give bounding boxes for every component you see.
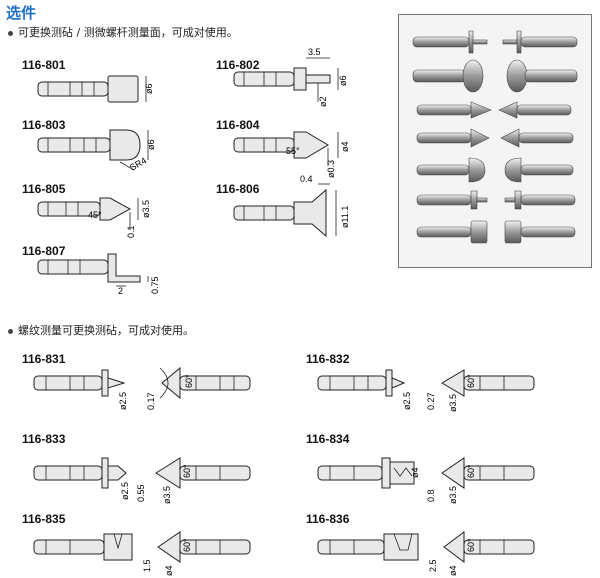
bullet-thread-anvils: 螺纹测量可更换测砧，可成对使用。 — [8, 322, 194, 338]
dim-label: 0.75 — [150, 276, 160, 294]
part-code-116-802: 116-802 — [216, 58, 260, 72]
drawing-116-836: 2.5 ø4 60° — [317, 531, 535, 576]
dim-label: 60° — [466, 464, 476, 478]
drawing-116-803: ø6 SR4 — [37, 129, 156, 172]
dim-label: 45° — [88, 210, 102, 220]
dim-label: 0.27 — [426, 392, 436, 410]
drawing-116-831: ø2.5 0.17 60° — [33, 366, 251, 410]
spindle-body — [37, 81, 109, 97]
dim-label: ø2.5 — [118, 392, 128, 410]
part-code-116-806: 116-806 — [216, 182, 260, 196]
anvil-head — [107, 75, 139, 103]
part-code-116-835: 116-835 — [22, 512, 66, 526]
dim-label: 60° — [182, 464, 192, 478]
dim-label: ø3.5 — [162, 486, 172, 504]
dim-label: 1.5 — [142, 559, 152, 572]
part-code-116-832: 116-832 — [306, 352, 350, 366]
part-code-116-807: 116-807 — [22, 244, 66, 258]
dim-label: ø3.5 — [448, 394, 458, 412]
photo-anvils — [412, 30, 578, 244]
part-code-116-831: 116-831 — [22, 352, 66, 366]
drawing-116-801: ø6 — [37, 75, 154, 103]
dim-label: ø6 — [144, 83, 154, 94]
dim-label: ø0.3 — [326, 160, 336, 178]
dim-label: 3.5 — [308, 47, 321, 57]
bullet-text: 螺纹测量可更换测砧，可成对使用。 — [18, 324, 194, 337]
part-code-116-833: 116-833 — [22, 432, 66, 446]
part-code-116-801: 116-801 — [22, 58, 66, 72]
drawing-116-804: 55° ø4 ø0.3 — [233, 131, 350, 178]
dim-label: 0.55 — [136, 484, 146, 502]
dim-label: 60° — [184, 374, 194, 388]
dim-label: 2 — [118, 286, 123, 296]
dim-label: ø2 — [318, 96, 328, 107]
dim-label: 0.8 — [426, 489, 436, 502]
section-title: 选件 — [6, 4, 37, 22]
dim-label: 0.17 — [146, 392, 156, 410]
dim-label: 60° — [466, 538, 476, 552]
drawing-116-832: ø2.5 0.27 ø3.5 60° — [317, 369, 535, 412]
dim-label: 60° — [466, 374, 476, 388]
dim-label: ø3.5 — [141, 200, 151, 218]
dim-label: ø4 — [164, 565, 174, 576]
dim-label: 2.5 — [428, 559, 438, 572]
dim-label: ø4 — [410, 467, 420, 478]
dim-label: ø4 — [448, 565, 458, 576]
bullet-dot — [8, 328, 13, 334]
dim-label: ø6 — [338, 75, 348, 86]
dim-label: ø11.1 — [340, 206, 350, 228]
drawing-116-835: 1.5 ø4 60° — [33, 531, 251, 576]
dim-label: ø2.5 — [120, 482, 130, 500]
dim-label: 0.4 — [300, 174, 313, 184]
drawing-116-807: 2 0.75 — [37, 253, 160, 296]
drawing-116-833: ø2.5 0.55 ø3.5 60° — [33, 457, 251, 504]
drawing-116-805: 45° ø3.5 0.1 — [37, 197, 151, 238]
dim-label: ø2.5 — [402, 392, 412, 410]
part-code-116-805: 116-805 — [22, 182, 66, 196]
part-code-116-834: 116-834 — [306, 432, 350, 446]
part-code-116-836: 116-836 — [306, 512, 350, 526]
dim-label: 55° — [286, 146, 300, 156]
drawing-116-806: 0.4 ø11.1 — [233, 174, 350, 238]
product-photo-panel — [398, 14, 592, 268]
bullet-anvil-pairs: 可更换测砧 / 测微螺杆测量面，可成对使用。 — [8, 24, 238, 40]
part-code-116-804: 116-804 — [216, 118, 260, 132]
drawing-116-802: 3.5 ø6 ø2 — [233, 47, 348, 107]
bullet-dot — [8, 30, 13, 36]
drawing-116-834: ø4 0.8 ø3.5 60° — [317, 457, 535, 504]
dim-label: 60° — [182, 538, 192, 552]
bullet-text: 可更换测砧 / 测微螺杆测量面，可成对使用。 — [18, 26, 238, 39]
dim-label: ø6 — [146, 139, 156, 150]
dim-label: ø3.5 — [448, 486, 458, 504]
dim-label: 0.1 — [126, 225, 136, 238]
dim-label: ø4 — [340, 141, 350, 152]
part-code-116-803: 116-803 — [22, 118, 66, 132]
